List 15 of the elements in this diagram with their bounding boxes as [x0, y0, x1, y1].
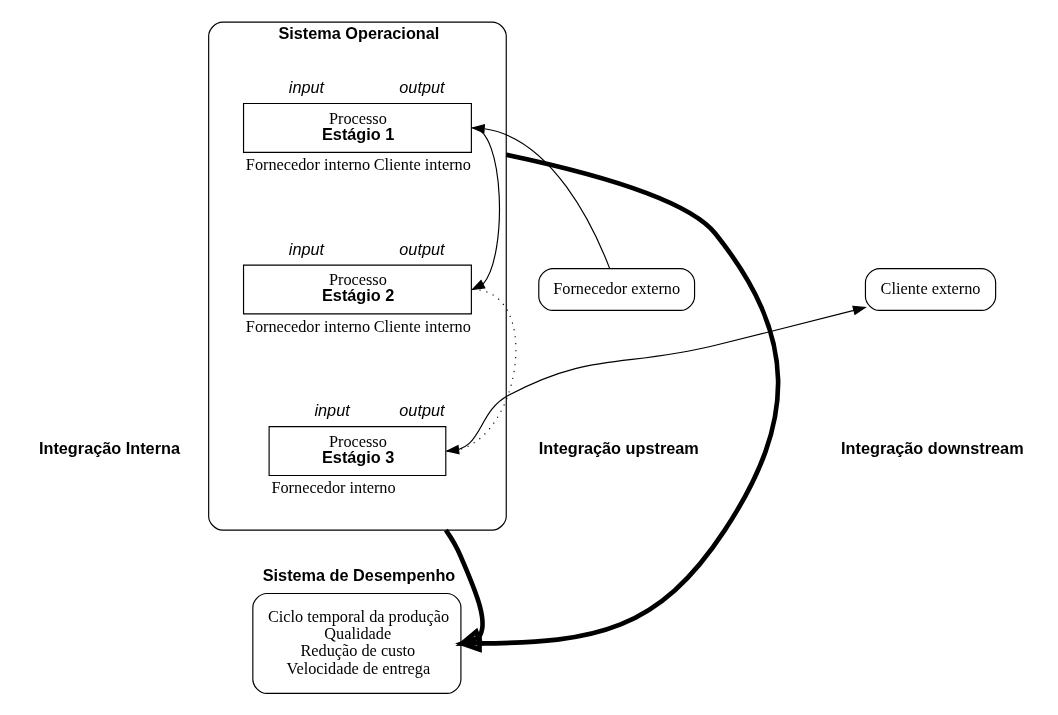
- node-label: Fornecedor interno: [245, 156, 370, 174]
- node-label: Fornecedor interno: [270, 479, 396, 498]
- node-label: input: [288, 78, 324, 97]
- node-label: Cliente interno: [373, 317, 471, 336]
- node-label: Fornecedor interno: [245, 317, 370, 336]
- label: Integração Interna: [38, 439, 180, 458]
- label: Integração downstream: [840, 439, 1024, 458]
- node-label: Cliente interno: [373, 156, 471, 174]
- node-label: input: [288, 239, 324, 258]
- node-label: input: [313, 401, 350, 420]
- node-label: Sistema de Desempenho: [262, 565, 455, 584]
- node-label: output: [398, 401, 445, 420]
- label: Integração upstream: [538, 439, 699, 458]
- node-label: output: [398, 78, 445, 97]
- node-label: output: [398, 239, 445, 258]
